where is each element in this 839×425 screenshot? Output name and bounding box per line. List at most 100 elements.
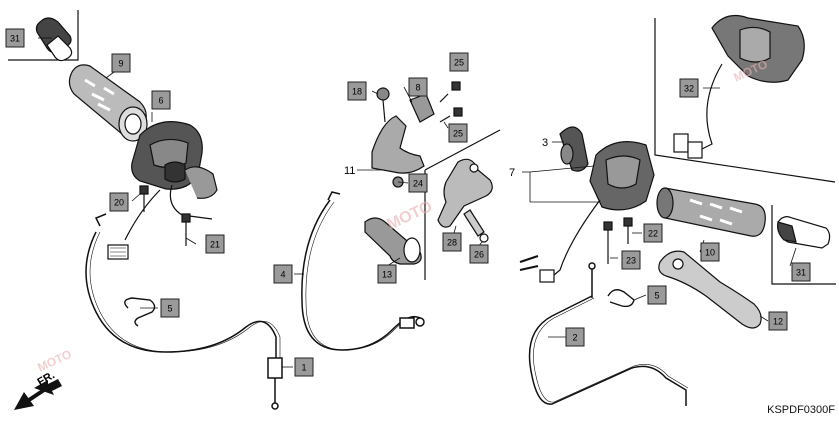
part-number: 4 — [280, 270, 285, 280]
part-callout-p21: 21 — [205, 234, 225, 254]
brake-switch-cable — [528, 262, 689, 406]
brake-lever — [658, 250, 762, 329]
part-callout-p9: 9 — [111, 53, 131, 73]
part-number: 26 — [474, 250, 484, 260]
part-callout-p6: 6 — [151, 90, 171, 110]
part-label-7: 7 — [509, 167, 515, 179]
part-number: 10 — [705, 248, 715, 258]
part-callout-box — [700, 242, 720, 262]
part-number: 28 — [447, 238, 457, 248]
grip-end-weight-right — [777, 216, 831, 249]
part-callout-box — [347, 81, 367, 101]
part-number: 21 — [210, 240, 220, 250]
part-number: 31 — [796, 268, 806, 278]
right-switch-housing — [519, 126, 655, 283]
left-switch-housing — [107, 121, 218, 260]
part-callout-p20: 20 — [109, 192, 129, 212]
part-callout-box — [621, 250, 641, 270]
part-callout-box — [294, 357, 314, 377]
cable-clip-left — [124, 297, 156, 327]
part-callout-p25a: 25 — [449, 52, 469, 72]
bolt-21 — [181, 213, 191, 246]
part-callout-p23: 23 — [621, 250, 641, 270]
part-number: 6 — [158, 96, 163, 106]
part-callout-box — [408, 173, 428, 193]
front-direction-arrow — [14, 379, 62, 410]
part-callout-p1: 1 — [294, 357, 314, 377]
part-callout-box — [160, 298, 180, 318]
part-callout-box — [151, 90, 171, 110]
part-number: 31 — [10, 34, 20, 44]
part-callout-box — [109, 192, 129, 212]
inset-switch-harness — [673, 15, 805, 159]
part-number: 25 — [454, 58, 464, 68]
part-number: 22 — [648, 229, 658, 239]
part-number: 32 — [684, 84, 694, 94]
part-callout-box — [111, 53, 131, 73]
part-callout-box — [565, 327, 585, 347]
part-number: 23 — [626, 256, 636, 266]
cable-boot — [364, 217, 422, 265]
inset-frame-grip-end — [8, 10, 79, 61]
part-label-11: 11 — [344, 165, 355, 177]
grip-end-weight-left — [35, 17, 73, 62]
cable-clip-right — [607, 289, 635, 308]
part-callout-p26: 26 — [469, 244, 489, 264]
part-callout-box — [408, 77, 428, 97]
part-callout-p10: 10 — [700, 242, 720, 262]
watermark-left: MOTO — [35, 347, 73, 375]
bolt-20 — [139, 185, 149, 212]
part-callout-box — [768, 311, 788, 331]
part-callout-p24: 24 — [408, 173, 428, 193]
screw-18 — [376, 87, 390, 123]
clutch-cable — [301, 191, 425, 351]
part-number: 5 — [167, 304, 172, 314]
part-callout-box — [5, 28, 25, 48]
part-number: 8 — [415, 83, 420, 93]
inset-frame-right-switch — [654, 18, 836, 183]
part-callout-box — [205, 234, 225, 254]
part-number: 12 — [773, 317, 783, 327]
part-callout-box — [647, 285, 667, 305]
part-callout-p31a: 31 — [5, 28, 25, 48]
part-number: 1 — [301, 363, 306, 373]
part-callout-p8: 8 — [408, 77, 428, 97]
bolt-26 — [463, 209, 489, 243]
part-callout-box — [679, 78, 699, 98]
part-number: 9 — [118, 59, 123, 69]
bolt-25-lower — [439, 107, 463, 123]
screw-23 — [603, 221, 613, 264]
diagram-code: KSPDF0300F — [767, 404, 835, 416]
part-callout-p18: 18 — [347, 81, 367, 101]
inset-frame-right-grip-end — [771, 205, 836, 285]
bolt-25-upper — [439, 81, 461, 103]
lever-bracket — [437, 158, 493, 228]
part-callout-box — [377, 264, 397, 284]
part-number: 13 — [382, 270, 392, 280]
part-number: 18 — [352, 87, 362, 97]
part-callout-p28: 28 — [442, 232, 462, 252]
part-number: 24 — [413, 179, 423, 189]
right-grip — [656, 187, 766, 237]
watermark: MOTO — [385, 198, 435, 234]
part-callout-p31b: 31 — [791, 262, 811, 282]
part-callout-p5b: 5 — [647, 285, 667, 305]
part-callout-box — [448, 123, 468, 143]
part-callout-p32: 32 — [679, 78, 699, 98]
part-callout-p22: 22 — [643, 223, 663, 243]
part-callout-box — [449, 52, 469, 72]
throttle-cable — [85, 213, 283, 410]
part-number: 5 — [654, 291, 659, 301]
part-callout-box — [273, 264, 293, 284]
part-callout-p5a: 5 — [160, 298, 180, 318]
part-callout-p4: 4 — [273, 264, 293, 284]
part-number: 25 — [453, 129, 463, 139]
part-callout-box — [442, 232, 462, 252]
part-callout-box — [469, 244, 489, 264]
part-callout-box — [643, 223, 663, 243]
part-callout-p12: 12 — [768, 311, 788, 331]
throttle-grip — [68, 64, 148, 142]
part-callout-box — [791, 262, 811, 282]
